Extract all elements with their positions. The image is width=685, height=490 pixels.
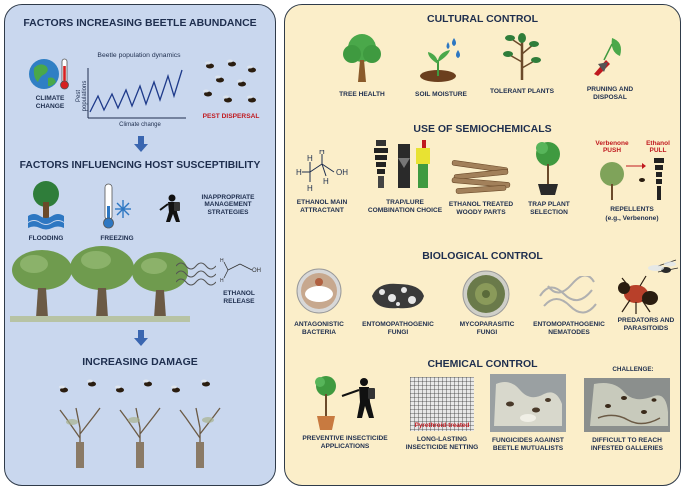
- chart-ylabel: Pest populations: [76, 80, 88, 112]
- potted-plant-icon: [530, 140, 566, 196]
- insecticide-netting-label: LONG-LASTING INSECTICIDE NETTING: [405, 436, 479, 451]
- woody-parts-icon: [450, 160, 512, 196]
- heading-semiochemicals: USE OF SEMIOCHEMICALS: [413, 123, 552, 135]
- chart-title: Beetle population dynamics: [97, 52, 181, 59]
- climate-change-label: CLIMATE CHANGE: [35, 95, 65, 110]
- ethanol-release-label: ETHANOL RELEASE: [223, 290, 255, 305]
- heading-host-susceptibility: FACTORS INFLUENCING HOST SUSCEPTIBILITY: [19, 160, 261, 171]
- predators-parasitoids-label: PREDATORS AND PARASITOIDS: [617, 317, 675, 332]
- ethanol-attractant-label: ETHANOL MAIN ATTRACTANT: [296, 199, 348, 214]
- pruning-disposal-label: PRUNING AND DISPOSAL: [586, 86, 634, 101]
- svg-text:OH: OH: [252, 268, 261, 274]
- inappropriate-management-label: INAPPROPRIATE MANAGEMENT STRATEGIES: [201, 194, 255, 216]
- entomopathogenic-nematodes-label: ENTOMOPATHOGENIC NEMATODES: [533, 321, 605, 336]
- flying-beetles-icon: [56, 376, 226, 400]
- infested-galleries-label: DIFFICULT TO REACH INFESTED GALLERIES: [590, 437, 664, 452]
- svg-text:H: H: [296, 168, 302, 177]
- beetle-swarm-icon: [200, 58, 262, 110]
- ethanol-waves-icon: [176, 254, 216, 294]
- nematodes-icon: [536, 276, 600, 316]
- dead-trees-image: [50, 398, 230, 472]
- sprayer-person-icon: [158, 194, 184, 224]
- svg-text:H: H: [307, 184, 313, 193]
- flooded-tree-icon: [28, 180, 64, 230]
- globe-thermometer-icon: [28, 56, 72, 92]
- svg-text:H: H: [220, 258, 224, 264]
- fungicides-mutualists-label: FUNGICIDES AGAINST BEETLE MUTUALISTS: [492, 437, 564, 452]
- antagonistic-bacteria-label: ANTAGONISTIC BACTERIA: [294, 321, 344, 336]
- ethanol-pull-label: Ethanol PULL: [646, 140, 670, 155]
- svg-text:H: H: [323, 177, 329, 186]
- tree-icon: [340, 32, 384, 84]
- heading-cultural-control: CULTURAL CONTROL: [426, 13, 538, 25]
- mycoparasitic-petri-icon: [462, 270, 510, 318]
- olive-trees-image: [10, 244, 190, 324]
- pruning-shears-icon: [590, 34, 630, 78]
- heading-biological-control: BIOLOGICAL CONTROL: [422, 250, 543, 262]
- verbenone-push-label: Verbenone PUSH: [595, 140, 629, 155]
- spraying-potted-tree-icon: [312, 374, 386, 432]
- pest-dispersal-label: PEST DISPERSAL: [202, 113, 260, 120]
- infested-galleries-image: [584, 378, 670, 432]
- entomopathogenic-fungi-label: ENTOMOPATHOGENIC FUNGI: [362, 321, 434, 336]
- soil-sprout-icon: [418, 34, 464, 84]
- heading-increasing-damage: INCREASING DAMAGE: [82, 356, 198, 368]
- svg-text:OH: OH: [336, 168, 348, 177]
- freezing-label: FREEZING: [100, 235, 134, 242]
- trap-lure-icon: [372, 138, 436, 194]
- chart-xlabel: Climate change: [119, 122, 161, 128]
- soil-moisture-label: SOIL MOISTURE: [415, 91, 467, 98]
- bacteria-petri-icon: [296, 268, 342, 314]
- ethanol-molecule-icon: OH H H: [220, 254, 268, 284]
- snowflake-thermometer-icon: [101, 182, 133, 230]
- fungicide-gallery-image: [490, 374, 566, 432]
- insecticide-netting-icon: [410, 377, 474, 431]
- arrow-down-icon: [134, 330, 148, 346]
- heading-beetle-abundance: FACTORS INCREASING BEETLE ABUNDANCE: [23, 17, 257, 29]
- trap-plant-label: TRAP PLANT SELECTION: [528, 201, 570, 216]
- population-chart: [80, 66, 190, 126]
- svg-text:H: H: [220, 278, 224, 284]
- repellents-label: REPELLENTS: [610, 206, 654, 213]
- push-pull-icon: [598, 156, 672, 204]
- trap-lure-label: TRAP/LURE COMBINATION CHOICE: [367, 199, 443, 214]
- preventive-insecticide-label: PREVENTIVE INSECTICIDE APPLICATIONS: [302, 435, 388, 450]
- pyrethroid-treated-label: Pyrethroid-treated: [414, 422, 470, 429]
- woody-parts-label: ETHANOL TREATED WOODY PARTS: [448, 201, 514, 216]
- tolerant-plants-label: TOLERANT PLANTS: [490, 88, 554, 95]
- arrow-down-icon: [134, 136, 148, 152]
- flooding-label: FLOODING: [28, 235, 64, 242]
- fungi-larva-icon: [368, 278, 428, 314]
- tree-health-label: TREE HEALTH: [339, 91, 385, 98]
- challenge-label: CHALLENGE:: [612, 366, 654, 373]
- predators-parasitoids-icon: [614, 258, 680, 316]
- verbenone-example-label: (e.g., Verbenone): [605, 215, 659, 222]
- svg-text:H: H: [307, 154, 313, 163]
- heading-chemical-control: CHEMICAL CONTROL: [427, 358, 538, 370]
- mycoparasitic-fungi-label: MYCOPARASITIC FUNGI: [459, 321, 515, 336]
- tolerant-plant-icon: [502, 30, 542, 82]
- svg-text:H: H: [319, 150, 325, 156]
